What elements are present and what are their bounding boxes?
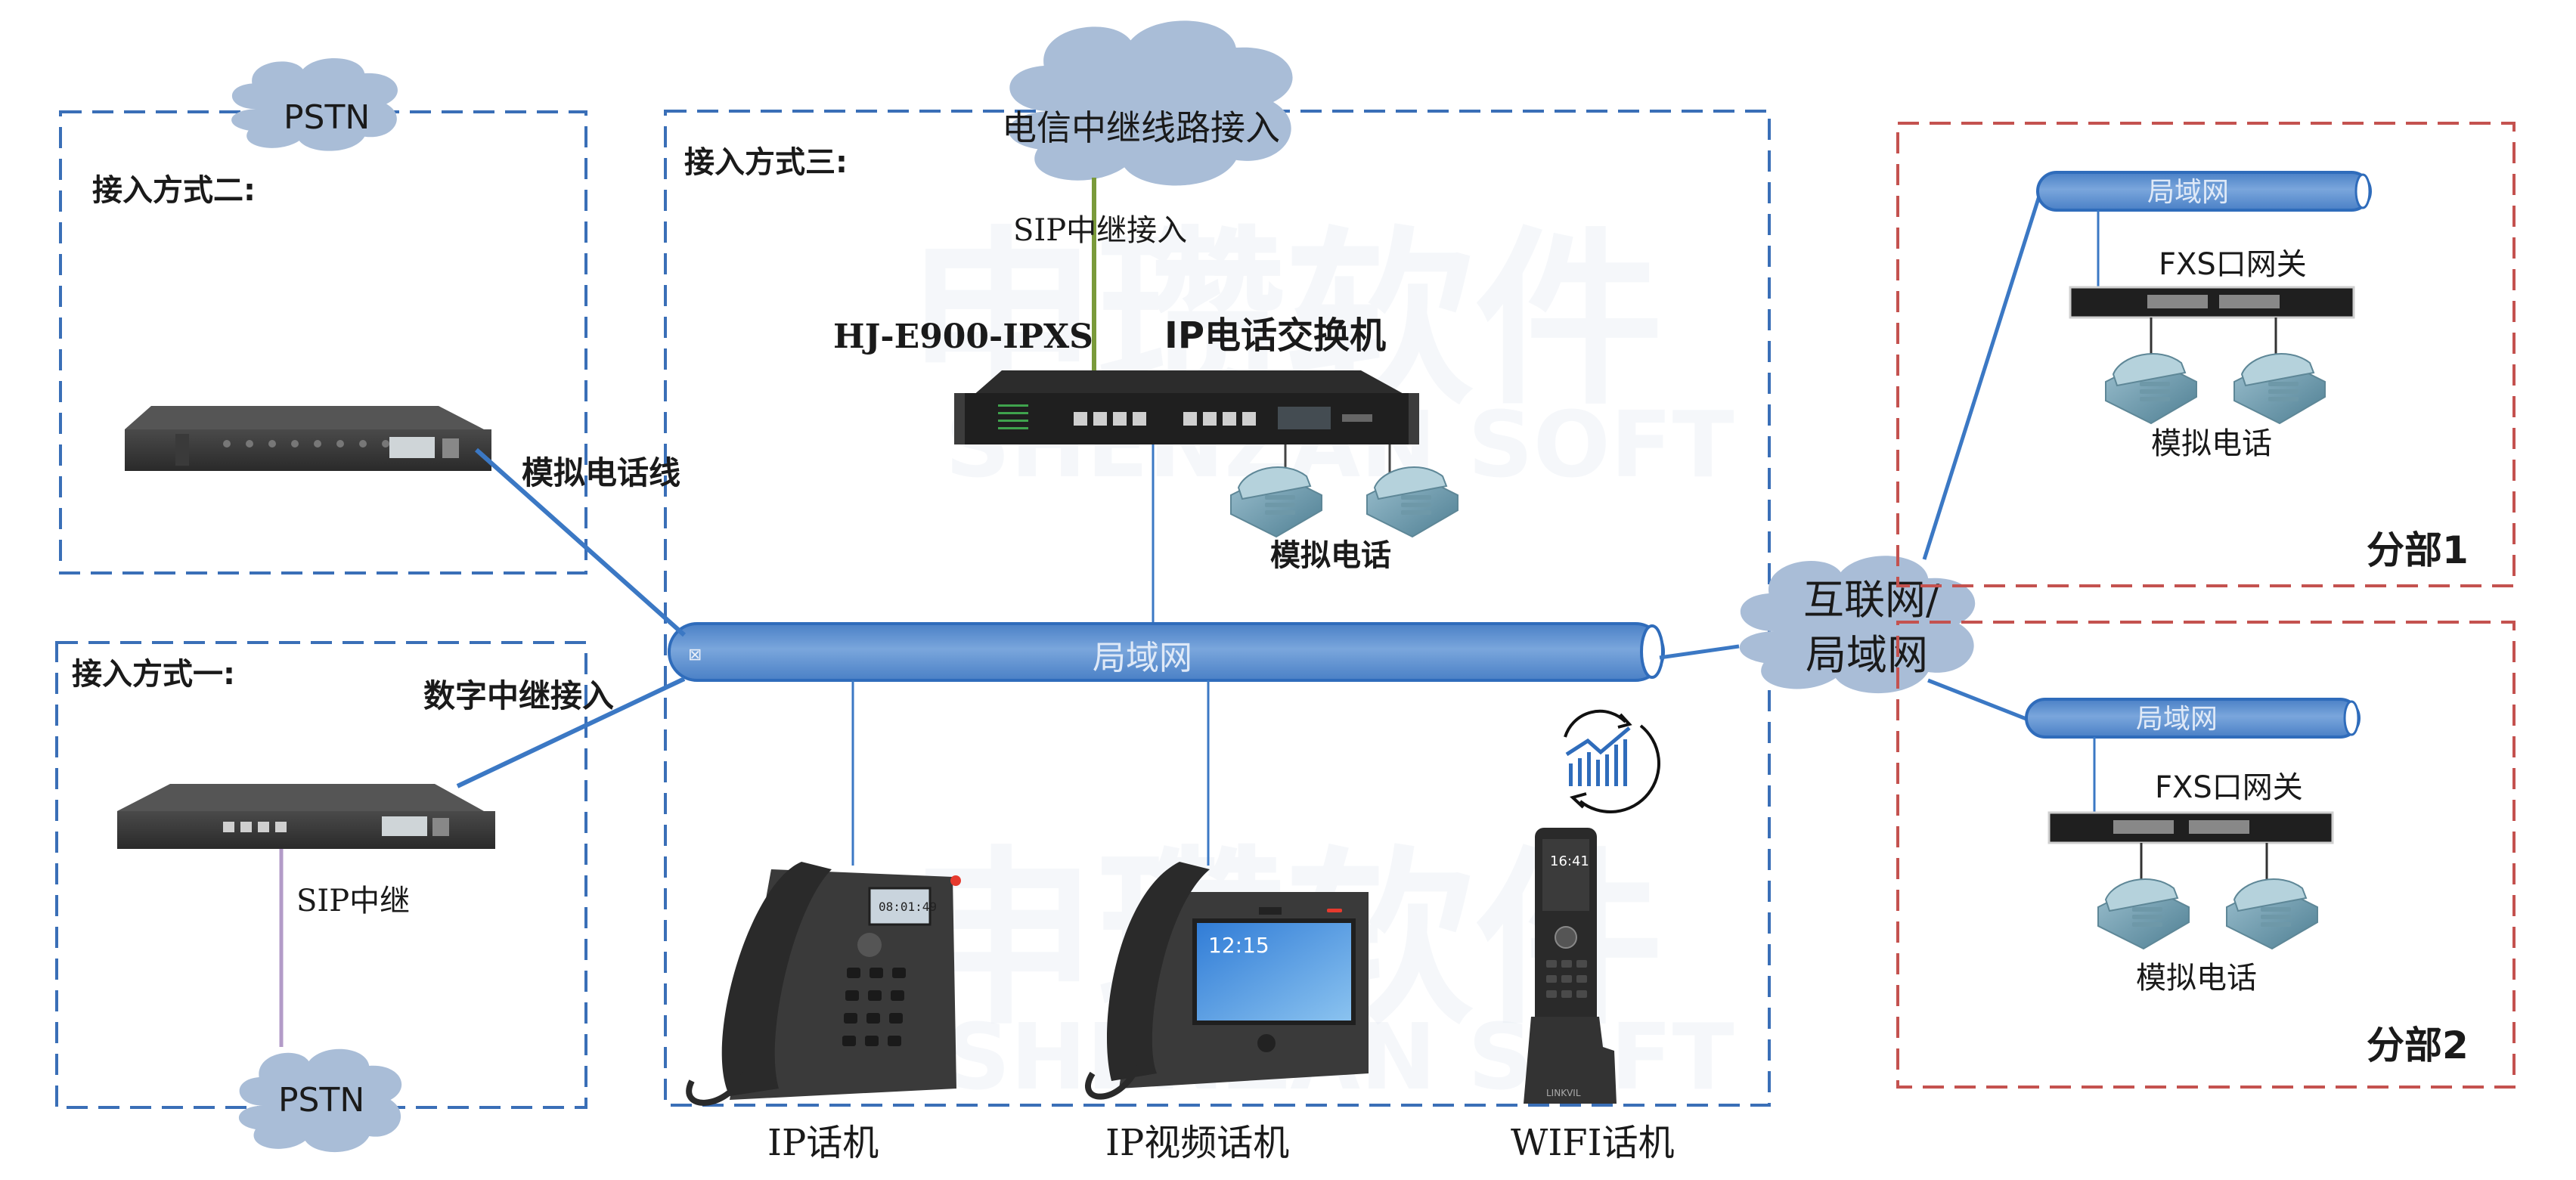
video-phone-screen-time: 12:15	[1208, 933, 1269, 958]
ip-video-phone-device: 12:15	[1085, 862, 1369, 1100]
pbx-model: HJ-E900-IPXS	[833, 317, 1093, 356]
access-method-3-group: 接入方式三: 电信中继线路接入 SIP中继接入 HJ-E900-IPXS IP电…	[664, 20, 1771, 1107]
telecom-trunk-cloud	[1009, 20, 1293, 186]
branch-2-phones-label: 模拟电话	[2136, 961, 2257, 996]
sip-trunk-label-1: SIP中继	[296, 884, 410, 918]
lan-label: 局域网	[1093, 639, 1192, 677]
analog-phone-icon	[2226, 878, 2318, 949]
access-method-2-group: PSTN 接入方式二:	[59, 57, 587, 575]
internet-cloud-line2: 局域网	[1806, 631, 1928, 679]
pstn-label-bottom: PSTN	[278, 1081, 364, 1120]
branch-1-fxs-gateway	[2069, 286, 2355, 319]
branch-2-lan-label: 局域网	[2136, 704, 2218, 735]
wifi-phone-device: 16:41 LINKVIL	[1524, 828, 1617, 1104]
internet-branch1-link	[1922, 188, 2044, 560]
lan-port-left-icon: ⊠	[688, 645, 702, 664]
pstn-label-top: PSTN	[284, 98, 370, 137]
branch-2-box	[1896, 621, 2516, 1089]
access-method-1-label: 接入方式一:	[72, 657, 235, 692]
access-method-3-label: 接入方式三:	[684, 145, 848, 180]
ip-phone-screen-time: 08:01:49	[879, 900, 937, 914]
wifi-phone-label: WIFI话机	[1511, 1122, 1675, 1164]
analog-phones-label: 模拟电话	[1270, 538, 1391, 573]
branch-2-gateway-label: FXS口网关	[2155, 770, 2303, 805]
analog-phone-icon	[2233, 353, 2326, 424]
sip-trunk-label-3: SIP中继接入	[1013, 213, 1187, 248]
digital-trunk-device	[117, 784, 495, 849]
branch-2-name: 分部2	[2367, 1024, 2469, 1067]
pbx-device-name: IP电话交换机	[1164, 314, 1386, 357]
telecom-trunk-label: 电信中继线路接入	[1002, 107, 1280, 148]
wifi-phone-screen-time: 16:41	[1550, 853, 1589, 869]
branch-1-name: 分部1	[2367, 528, 2469, 572]
digital-trunk-link	[456, 677, 686, 788]
ip-video-phone-label: IP视频话机	[1105, 1122, 1289, 1164]
analog-line-link	[475, 448, 686, 637]
access-method-1-group: 接入方式一: SIP中继 PSTN	[55, 641, 587, 1153]
sync-analytics-icon	[1564, 709, 1661, 813]
analog-phone-icon	[2097, 878, 2190, 949]
lan-bar: ⊠ 局域网	[668, 622, 1665, 682]
lan-internet-link	[1659, 644, 1740, 660]
analog-line-label: 模拟电话线	[522, 454, 680, 491]
digital-trunk-label: 数字中继接入	[423, 677, 614, 714]
access-method-2-label: 接入方式二:	[92, 173, 256, 208]
internet-cloud-line1: 互联网/	[1803, 576, 1940, 624]
internet-branch2-link	[1927, 678, 2035, 724]
branch-1-lan-label: 局域网	[2147, 177, 2229, 208]
branch-2-fxs-gateway	[2047, 811, 2334, 844]
ip-phone-label: IP话机	[767, 1122, 879, 1164]
analog-phone-icon	[2105, 353, 2197, 424]
ip-phone-device: 08:01:49	[686, 862, 961, 1106]
branch-1-box	[1896, 122, 2516, 587]
ip-pbx-device	[954, 370, 1419, 444]
branch-1-group: 局域网 FXS口网关 模拟电话 分部1	[1896, 122, 2516, 587]
branch-1-phones-label: 模拟电话	[2151, 426, 2272, 461]
wifi-phone-brand: LINKVIL	[1546, 1088, 1581, 1098]
branch-2-group: 局域网 FXS口网关 模拟电话 分部2	[1896, 621, 2516, 1089]
branch-1-lan-bar: 局域网	[2036, 171, 2372, 212]
branch-1-gateway-label: FXS口网关	[2159, 247, 2307, 282]
branch-2-lan-bar: 局域网	[2025, 698, 2361, 739]
analog-gateway-device	[125, 406, 491, 471]
